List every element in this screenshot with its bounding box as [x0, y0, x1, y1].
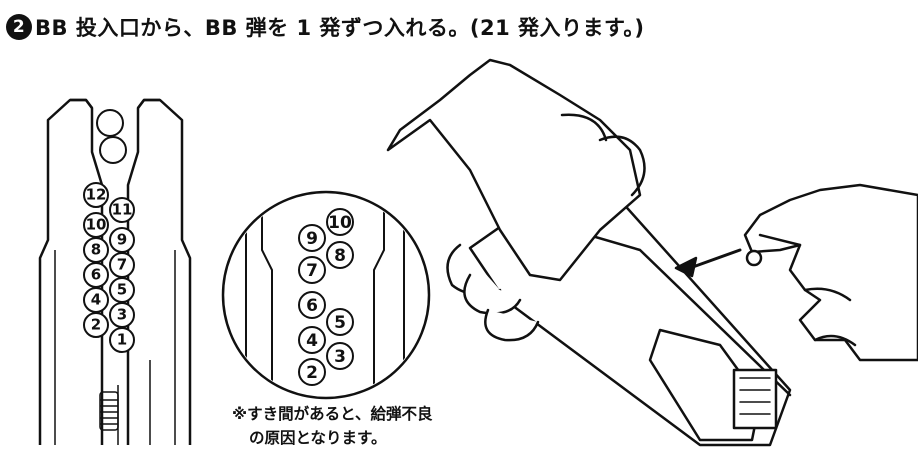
- hands-loading-illustration: [386, 58, 918, 447]
- bb-pellet-number: 8: [334, 246, 346, 266]
- bb-pellet-9: 9: [109, 227, 135, 253]
- bb-pellet-number: 1: [117, 331, 127, 349]
- bb-pellet-number: 10: [328, 213, 352, 233]
- bb-pellet-8: 8: [83, 237, 109, 263]
- bb-pellet-8: 8: [326, 241, 354, 269]
- bb-pellet-number: 4: [91, 291, 101, 309]
- bb-pellet-10: 10: [326, 208, 354, 236]
- magazine-spring: [99, 391, 119, 431]
- bb-pellet-in-fingers: [745, 249, 763, 267]
- bb-pellet-1: 1: [109, 327, 135, 353]
- bb-pellet-number: 10: [86, 216, 107, 234]
- gap-warning-note: ※すき間があると、給弾不良 の原因となります。: [232, 402, 432, 450]
- bb-pellet-number: 11: [112, 201, 133, 219]
- bb-pellet-number: 9: [306, 229, 318, 249]
- bb-pellet-number: 3: [334, 347, 346, 367]
- bb-pellet-number: 9: [117, 231, 127, 249]
- bb-pellet-6: 6: [298, 291, 326, 319]
- bb-pellet-9: 9: [298, 224, 326, 252]
- bb-pellet-number: 5: [334, 313, 346, 333]
- bb-pellet-number: 2: [91, 316, 101, 334]
- bb-pellet-7: 7: [109, 252, 135, 278]
- bb-pellet: [99, 136, 127, 164]
- bb-pellet-3: 3: [109, 302, 135, 328]
- step-number-badge: 2: [6, 14, 32, 40]
- bb-pellet-12: 12: [83, 182, 109, 208]
- bb-pellet-10: 10: [83, 212, 109, 238]
- step-heading: 2 BB 投入口から、BB 弾を 1 発ずつ入れる。(21 発入ります。): [6, 10, 645, 44]
- bb-pellet-number: 8: [91, 241, 101, 259]
- bb-pellet-2: 2: [83, 312, 109, 338]
- bb-pellet-number: 3: [117, 306, 127, 324]
- bb-pellet-number: 6: [91, 266, 101, 284]
- bb-pellet-11: 11: [109, 197, 135, 223]
- bb-pellet-6: 6: [83, 262, 109, 288]
- bb-pellet-3: 3: [326, 342, 354, 370]
- bb-pellet-number: 4: [306, 331, 318, 351]
- bb-pellet-number: 7: [306, 261, 318, 281]
- bb-pellet-7: 7: [298, 256, 326, 284]
- bb-pellet-5: 5: [326, 308, 354, 336]
- bb-pellet-number: 5: [117, 281, 127, 299]
- note-line-2: の原因となります。: [249, 429, 387, 447]
- bb-pellet-2: 2: [298, 358, 326, 386]
- step-heading-text: BB 投入口から、BB 弾を 1 発ずつ入れる。(21 発入ります。): [35, 16, 645, 40]
- bb-pellet-4: 4: [83, 287, 109, 313]
- bb-pellet: [96, 109, 124, 137]
- bb-pellet-number: 2: [306, 363, 318, 383]
- bb-pellet-5: 5: [109, 277, 135, 303]
- bb-pellet-4: 4: [298, 326, 326, 354]
- bb-pellet-number: 6: [306, 296, 318, 316]
- note-line-1: ※すき間があると、給弾不良: [232, 405, 433, 423]
- bb-pellet-number: 12: [86, 186, 107, 204]
- bb-pellet-number: 7: [117, 256, 127, 274]
